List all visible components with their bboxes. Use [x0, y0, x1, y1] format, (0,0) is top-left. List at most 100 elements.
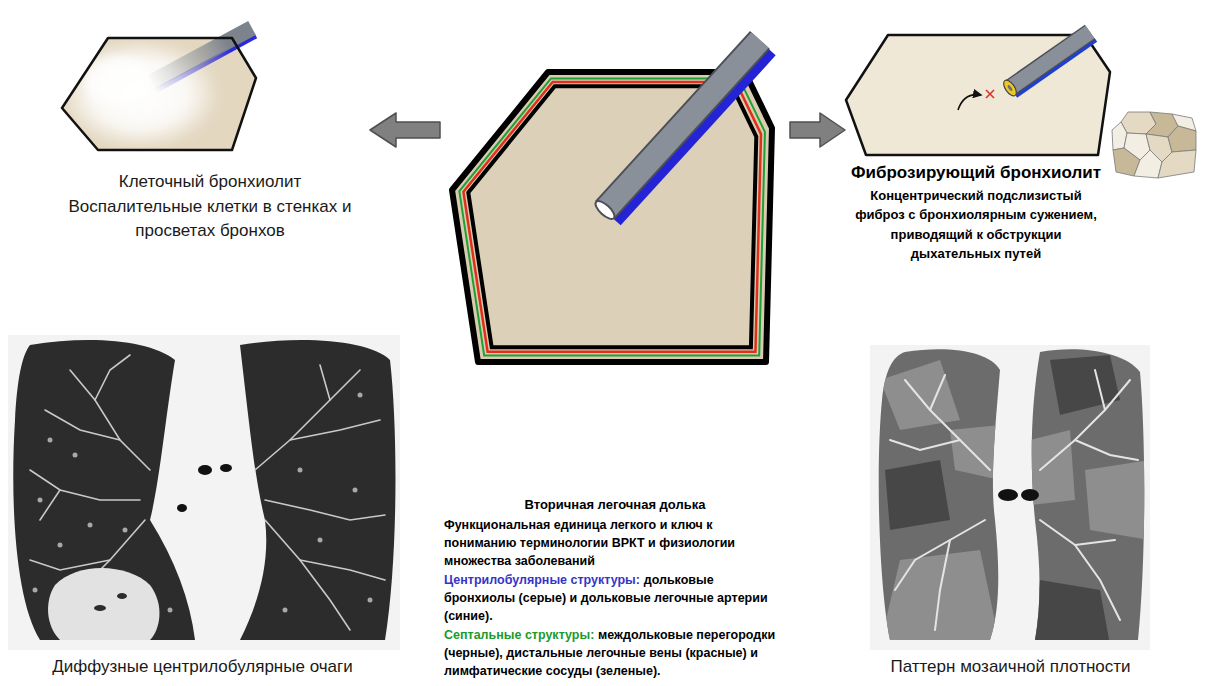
cellular-lobule	[60, 28, 256, 150]
nodule	[353, 488, 358, 493]
text-row: Воспалительные клетки в стенках и просве…	[54, 195, 366, 243]
lobular-bronchiole	[150, 28, 252, 83]
nodule	[123, 528, 128, 533]
nodule	[168, 608, 173, 613]
vessel	[40, 490, 60, 520]
text-row: Вторичная легочная долька	[444, 495, 786, 514]
ct-background	[8, 335, 400, 650]
nodule	[38, 498, 43, 503]
consolidation	[48, 568, 159, 640]
block-arrow	[370, 113, 440, 147]
panel-caption: Клеточный бронхиолитВоспалительные клетк…	[50, 25, 370, 246]
panel-text: Функциональная единица легкого и ключ к …	[444, 518, 735, 568]
bronchus	[177, 504, 187, 512]
vessel	[930, 375, 945, 410]
text-row: Клеточный бронхиолит	[54, 170, 366, 194]
text-row: Фиброзирующий бронхиолит	[849, 162, 1103, 185]
mosaic-tile	[1168, 126, 1196, 152]
inflammation-fog	[84, 56, 152, 104]
nodule	[33, 588, 38, 593]
lobule-outline	[62, 38, 256, 150]
nodule	[48, 438, 53, 443]
main-bronchus	[198, 465, 212, 475]
text-row: Септальные структуры:междольковые перего…	[444, 625, 786, 679]
ct-mosaic	[870, 345, 1150, 650]
bronchiole-edge	[1010, 32, 1090, 88]
centrilobular-nodules	[33, 393, 373, 613]
mosaic-tiles	[1112, 112, 1196, 178]
inner-septum	[468, 86, 756, 347]
mosaic-tile	[1134, 150, 1162, 178]
vessel	[30, 470, 140, 500]
ct-centrilobular	[8, 335, 400, 650]
lobular-artery	[617, 52, 772, 222]
air-bronchogram	[94, 605, 106, 611]
nodule	[283, 608, 288, 613]
bronchiole-edge	[605, 40, 760, 210]
vessel	[890, 440, 960, 450]
vessel	[265, 500, 385, 520]
interlobular-septum	[452, 72, 772, 362]
vessel	[935, 540, 950, 630]
nodule	[358, 393, 363, 398]
panel-caption: Фиброзирующий бронхиолитКонцентрический …	[845, 20, 1107, 267]
panel-title: Вторичная легочная долька	[525, 497, 706, 512]
main-bronchus	[998, 489, 1018, 501]
text-row: Концентрический подслизистый фиброз с бр…	[849, 186, 1103, 264]
vessel	[300, 560, 385, 580]
vessel	[1095, 370, 1105, 410]
fibrotic-wall	[1001, 78, 1019, 98]
vessel	[1040, 520, 1120, 620]
vessel	[290, 420, 380, 440]
panel-text: Воспалительные клетки в стенках и просве…	[69, 197, 352, 240]
vessel	[95, 355, 130, 400]
vessel	[70, 370, 150, 470]
nodule	[368, 598, 373, 603]
vessel	[255, 370, 360, 470]
main-bronchus	[220, 464, 232, 472]
legend-key: Центрилобулярные структуры:	[444, 573, 640, 587]
narrowed-lumen	[1007, 84, 1013, 91]
text-row: Паттерн мозаичной плотности	[872, 655, 1149, 679]
right-lung	[13, 340, 195, 640]
nodule	[73, 453, 78, 458]
legend-key: Септальные структуры:	[444, 628, 594, 642]
vessel	[1075, 540, 1115, 545]
mosaic-patch	[880, 360, 960, 430]
main-bronchus	[1021, 489, 1039, 501]
obstruction-cross	[986, 90, 994, 98]
airflow-arrow	[958, 95, 981, 110]
nodule	[298, 468, 303, 473]
nodule	[58, 543, 63, 548]
panel-text: Концентрический подслизистый фиброз с бр…	[855, 188, 1097, 262]
ct-caption: Диффузные центрилобулярные очаги	[52, 657, 353, 676]
mosaic-patch	[885, 460, 950, 530]
mosaic-patch	[1030, 580, 1110, 645]
mosaic-patch	[950, 425, 1000, 480]
nodule	[88, 523, 93, 528]
panel-title: Фиброзирующий бронхиолит	[851, 163, 1101, 182]
text-row: Функциональная единица легкого и ключ к …	[444, 515, 786, 569]
ct-caption: Паттерн мозаичной плотности	[890, 657, 1130, 676]
air-bronchogram	[117, 593, 127, 599]
vein-line	[463, 82, 761, 352]
block-arrow	[790, 113, 845, 147]
bronchiole-lumen	[593, 198, 617, 222]
ct-panel: Диффузные центрилобулярные очаги	[5, 335, 400, 682]
secondary-lobule	[452, 40, 772, 362]
mosaic-tile	[1158, 150, 1196, 178]
text-row: Центрилобулярные структуры:дольковые бро…	[444, 570, 786, 624]
text-row: Диффузные центрилобулярные очаги	[9, 655, 396, 679]
lobular-bronchiole	[605, 40, 760, 210]
ct-background	[870, 345, 1150, 650]
vessel	[905, 380, 990, 470]
mosaic-patches	[880, 355, 1150, 645]
vessel	[320, 365, 330, 400]
lobule-caption: Вторичная легочная долькаФункциональная …	[440, 60, 790, 682]
vessel	[45, 410, 120, 440]
left-lung	[240, 340, 395, 640]
lymphatic-line	[459, 78, 765, 355]
vessel	[265, 520, 350, 630]
nodule	[318, 538, 323, 543]
